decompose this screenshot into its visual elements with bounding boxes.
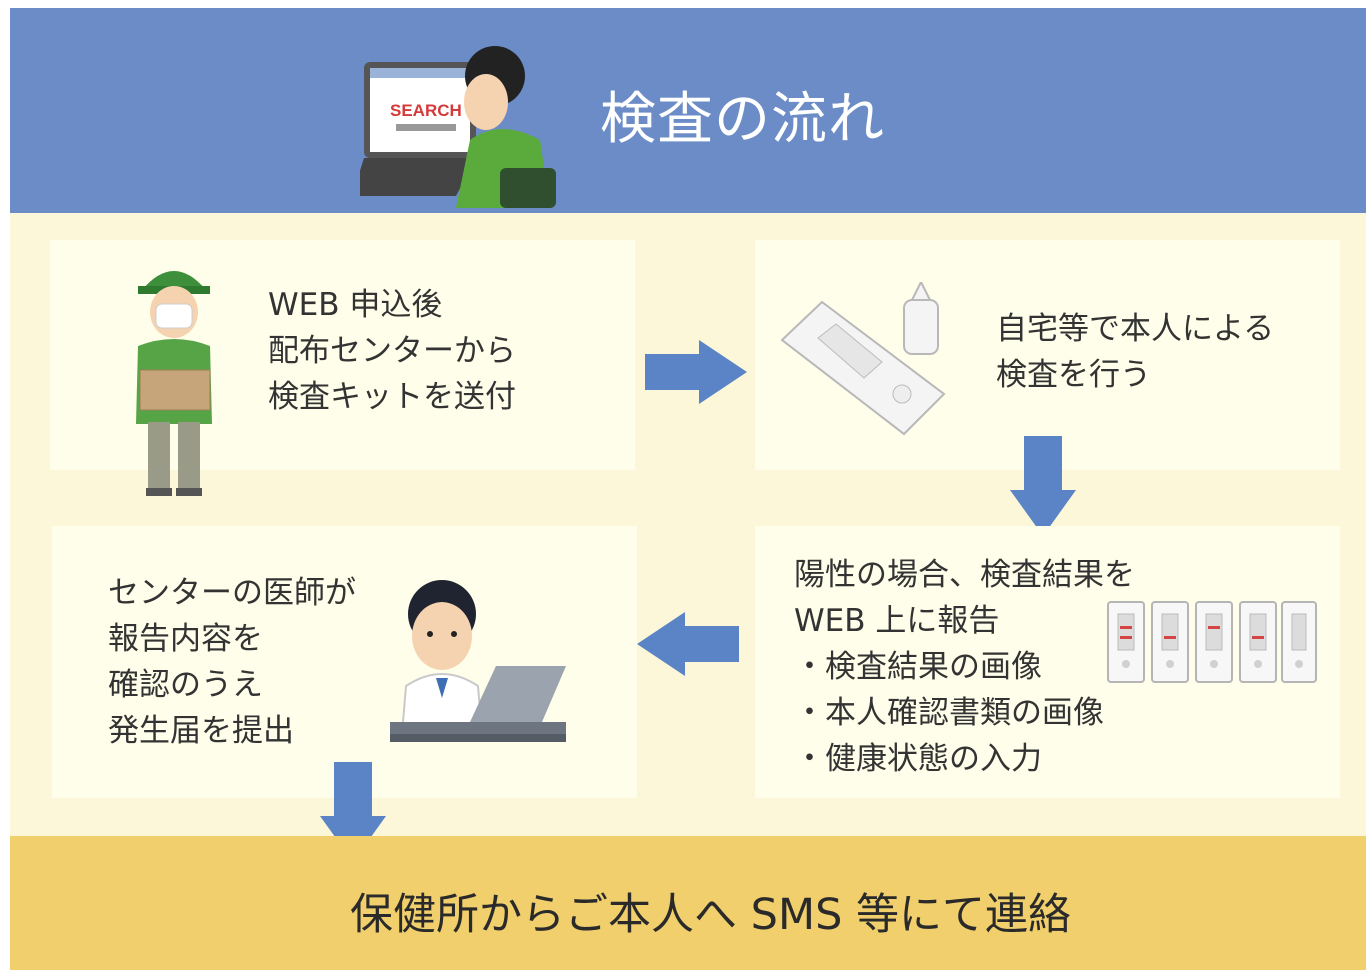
- antigen-test-kit-icon: [780, 282, 946, 436]
- step-3-line: ・本人確認書類の画像: [794, 695, 1104, 731]
- arrow-right-icon: [645, 340, 747, 404]
- step-1-line: 配布センターから: [268, 333, 516, 369]
- arrow-left-icon: [637, 612, 739, 676]
- arrow-down-icon: [1010, 436, 1076, 536]
- step-3-line: ・健康状態の入力: [794, 741, 1042, 777]
- page-title: 検査の流れ: [600, 87, 885, 152]
- step-3-line: WEB 上に報告: [794, 603, 1000, 639]
- step-4-line: センターの医師が: [108, 575, 356, 611]
- step-4-box: [52, 526, 637, 798]
- step-2-line: 自宅等で本人による: [996, 311, 1275, 347]
- footer-message: 保健所からご本人へ SMS 等にて連絡: [350, 890, 1072, 940]
- header-banner: [10, 8, 1366, 213]
- step-4-line: 報告内容を: [108, 621, 263, 657]
- step-1-line: 検査キットを送付: [268, 379, 516, 415]
- person-at-laptop-icon: SEARCH: [360, 46, 556, 208]
- search-logo-text: SEARCH: [390, 101, 462, 120]
- step-2-text: 自宅等で本人による 検査を行う: [996, 306, 1274, 398]
- footer-banner: [10, 836, 1366, 970]
- step-2-line: 検査を行う: [996, 357, 1151, 393]
- step-3-line: 陽性の場合、検査結果を: [794, 557, 1135, 593]
- step-1-text: WEB 申込後 配布センターから 検査キットを送付: [268, 282, 516, 420]
- delivery-worker-icon: [136, 271, 212, 496]
- step-4-text: センターの医師が 報告内容を 確認のうえ 発生届を提出: [108, 570, 356, 754]
- step-4-line: 発生届を提出: [108, 713, 294, 749]
- step-4-line: 確認のうえ: [108, 667, 263, 703]
- doctor-at-laptop-icon: [390, 580, 566, 742]
- step-3-text: 陽性の場合、検査結果を WEB 上に報告 ・検査結果の画像 ・本人確認書類の画像…: [794, 552, 1135, 782]
- test-strips-icon: [1107, 601, 1317, 683]
- step-3-line: ・検査結果の画像: [794, 649, 1042, 685]
- step-1-line: WEB 申込後: [268, 287, 443, 323]
